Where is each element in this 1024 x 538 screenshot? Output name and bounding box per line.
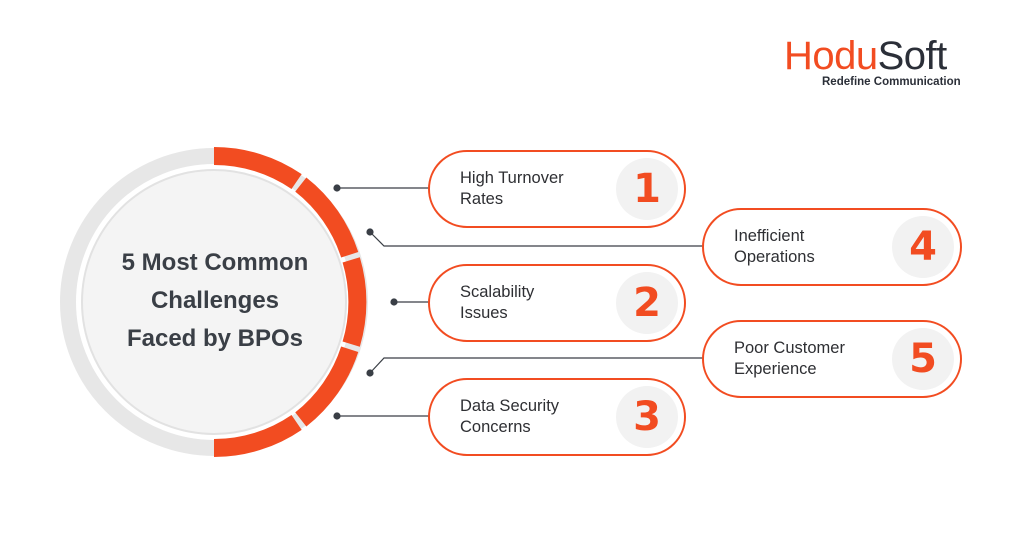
center-title-line-2: Challenges	[150, 287, 280, 314]
challenge-label-1: High Turnover Rates	[460, 168, 564, 210]
challenge-number-5: 5	[892, 328, 954, 390]
challenge-4-line-2: Operations	[734, 248, 815, 266]
challenge-1-line-1: High Turnover	[460, 169, 564, 187]
center-disc-shadow	[81, 169, 347, 435]
orange-ring-segments	[213, 147, 367, 457]
challenge-card-3: Data Security Concerns 3	[428, 378, 686, 456]
challenge-number-2: 2	[616, 272, 678, 334]
center-title: 5 Most Common Challenges Faced by BPOs	[90, 244, 340, 358]
challenge-card-4: Inefficient Operations 4	[702, 208, 962, 286]
challenge-3-line-2: Concerns	[460, 418, 531, 436]
connector-2-dot-start	[390, 298, 398, 306]
challenge-card-2: Scalability Issues 2	[428, 264, 686, 342]
ring-segment-5	[213, 414, 302, 457]
ring-segment-3	[342, 257, 367, 347]
challenge-card-1: High Turnover Rates 1	[428, 150, 686, 228]
challenge-label-3: Data Security Concerns	[460, 396, 559, 438]
ring-segment-2	[295, 177, 359, 258]
connector-4-dot-start	[366, 228, 374, 236]
challenge-1-line-2: Rates	[460, 190, 504, 208]
challenge-label-5: Poor Customer Experience	[734, 338, 845, 380]
challenge-2-line-2: Issues	[460, 304, 508, 322]
connector-4	[369, 231, 714, 247]
logo-part-hodu: Hodu	[784, 34, 878, 78]
challenge-5-line-1: Poor Customer	[734, 339, 845, 357]
challenge-card-5: Poor Customer Experience 5	[702, 320, 962, 398]
challenge-3-line-1: Data Security	[460, 397, 560, 415]
connector-5-dot-start	[366, 369, 374, 377]
challenge-4-line-1: Inefficient	[734, 227, 805, 245]
ring-segment-4	[295, 346, 359, 427]
center-title-line-1: 5 Most Common	[121, 249, 309, 276]
connector-5	[369, 357, 714, 374]
center-disc	[82, 170, 346, 434]
challenge-label-4: Inefficient Operations	[734, 226, 815, 268]
challenge-number-4: 4	[892, 216, 954, 278]
connector-1-dot-start	[333, 184, 341, 192]
challenge-number-1: 1	[616, 158, 678, 220]
ring-segment-1	[213, 147, 302, 190]
logo-part-soft: Soft	[877, 34, 948, 78]
challenge-2-line-1: Scalability	[460, 283, 535, 301]
center-title-line-3: Faced by BPOs	[126, 325, 304, 352]
connector-3-dot-start	[333, 412, 341, 420]
hodusoft-logo: HoduSoft Redefine Communication	[784, 34, 984, 88]
challenge-label-2: Scalability Issues	[460, 282, 534, 324]
logo-tagline: Redefine Communication	[822, 76, 961, 88]
challenge-5-line-2: Experience	[734, 360, 817, 378]
challenge-number-3: 3	[616, 386, 678, 448]
